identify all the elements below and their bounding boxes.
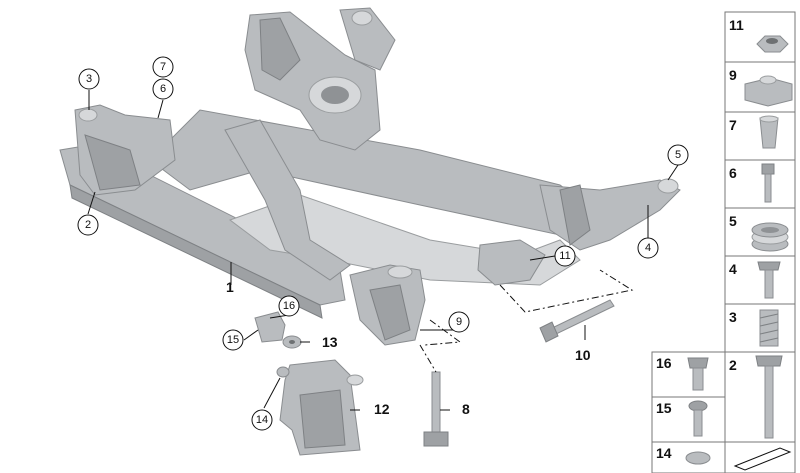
svg-text:14: 14	[656, 445, 672, 461]
callout-3: 3	[78, 68, 100, 90]
svg-text:6: 6	[729, 165, 737, 181]
part-cell-6: 6	[724, 159, 796, 209]
part-cell-15: 15	[651, 396, 726, 443]
part-14	[276, 366, 290, 378]
svg-text:6: 6	[160, 83, 166, 95]
svg-text:7: 7	[160, 61, 166, 73]
front-axle-subframe	[59, 7, 681, 346]
part-cell-16: 16	[651, 351, 726, 398]
svg-text:11: 11	[729, 17, 744, 33]
part-cell-9: 9	[724, 61, 796, 113]
callout-6: 6	[152, 78, 174, 100]
part-cell-7: 7	[724, 111, 796, 161]
callout-7: 7	[152, 56, 174, 78]
callout-5: 5	[667, 144, 689, 166]
svg-text:2: 2	[729, 357, 737, 373]
bracket-12-part	[279, 359, 364, 456]
svg-text:16: 16	[656, 355, 672, 371]
svg-text:14: 14	[256, 414, 268, 426]
svg-text:7: 7	[729, 117, 737, 133]
callout-11: 11	[554, 245, 576, 267]
part-cell-14: 14	[651, 441, 726, 473]
parts-column-right: 11 9 7 6 5	[724, 11, 796, 443]
callout-4: 4	[637, 237, 659, 259]
label-8: 8	[462, 401, 470, 417]
svg-text:2: 2	[85, 219, 91, 231]
leader-lines	[87, 90, 679, 411]
svg-text:4: 4	[729, 261, 737, 277]
svg-text:15: 15	[227, 334, 239, 346]
svg-text:4: 4	[645, 242, 651, 254]
label-1: 1	[226, 279, 234, 295]
part-cell-3: 3	[724, 303, 796, 353]
svg-text:9: 9	[729, 67, 737, 83]
bolt-10-part	[539, 299, 615, 343]
svg-text:3: 3	[729, 309, 737, 325]
label-10: 10	[575, 347, 591, 363]
svg-text:5: 5	[729, 213, 737, 229]
part-cell-4: 4	[724, 255, 796, 305]
svg-text:16: 16	[283, 300, 295, 312]
label-12: 12	[374, 401, 390, 417]
part-cell-5: 5	[724, 207, 796, 257]
clip-15-16-part	[254, 311, 286, 343]
part-cell-2: 2	[724, 351, 796, 443]
svg-text:3: 3	[86, 73, 92, 85]
part-cell-11: 11	[724, 11, 796, 63]
callout-9: 9	[448, 311, 470, 333]
arrow-icon	[724, 441, 796, 473]
callout-2: 2	[77, 214, 99, 236]
callout-15: 15	[222, 329, 244, 351]
nut-13-part	[282, 335, 302, 349]
bolt-8-part	[423, 371, 449, 447]
svg-text:15: 15	[656, 400, 672, 416]
callout-16: 16	[278, 295, 300, 317]
callout-14: 14	[251, 409, 273, 431]
svg-text:11: 11	[559, 250, 570, 262]
label-13: 13	[322, 334, 338, 350]
svg-text:5: 5	[675, 149, 681, 161]
parts-column-bottom: 16 15 14	[651, 351, 796, 473]
svg-text:9: 9	[456, 316, 462, 328]
